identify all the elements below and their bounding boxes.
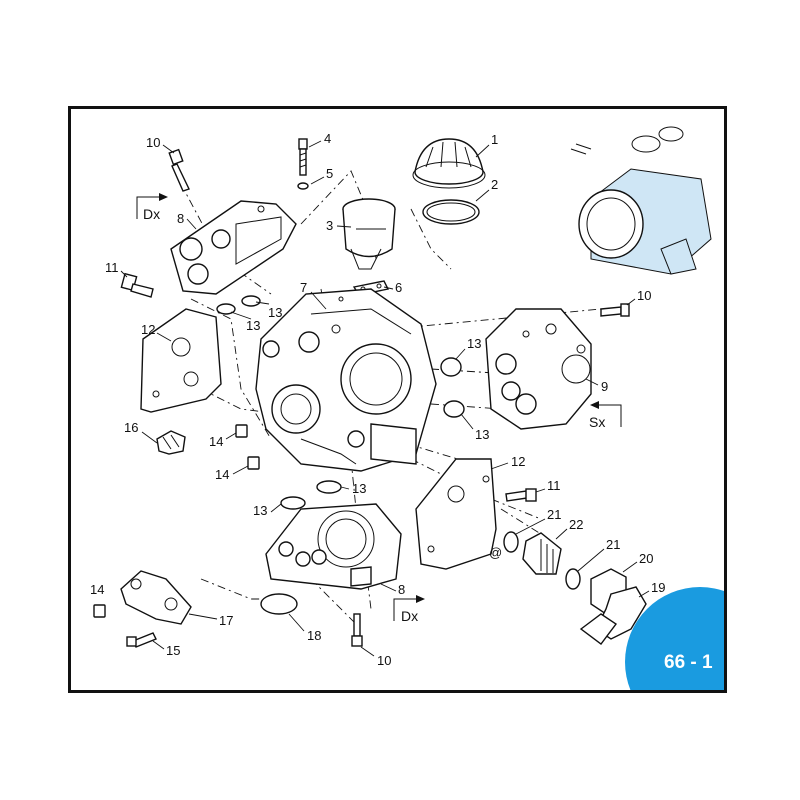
- part-17-manifold: [120, 570, 192, 625]
- direction-label: Sx: [589, 414, 605, 430]
- callout: 2: [491, 177, 498, 192]
- callout: 21: [547, 507, 561, 522]
- part-8-cover-bottom: [265, 503, 402, 590]
- part-13-orings: [216, 295, 465, 510]
- at-symbol: @: [489, 545, 502, 560]
- assembly-thumbnail: [570, 126, 712, 275]
- callout: 6: [395, 280, 402, 295]
- page-badge-label: 66 - 1: [664, 652, 713, 673]
- callout: 8: [398, 582, 405, 597]
- callout: 16: [124, 420, 138, 435]
- callout: 9: [601, 379, 608, 394]
- callout: 14: [215, 467, 229, 482]
- callout: 11: [105, 260, 119, 275]
- direction-marker-dx-top: Dx: [136, 193, 168, 222]
- callout: 4: [324, 131, 331, 146]
- callout: 3: [326, 218, 333, 233]
- part-12-bracket-right: [415, 458, 497, 570]
- callout: 19: [651, 580, 665, 595]
- direction-label: Dx: [401, 608, 418, 624]
- callout: 1: [491, 132, 498, 147]
- callout: 13: [268, 305, 282, 320]
- callout: 14: [90, 582, 104, 597]
- part-2-oring: [422, 199, 480, 225]
- callout: 18: [307, 628, 321, 643]
- callout: 5: [326, 166, 333, 181]
- part-19-elbow: [579, 586, 647, 645]
- part-5-washer: [297, 182, 309, 190]
- direction-marker-sx: Sx: [589, 401, 622, 430]
- part-15-screw: [126, 632, 157, 648]
- callout: 13: [352, 481, 366, 496]
- callout: 10: [146, 135, 160, 150]
- callout: 7: [300, 280, 307, 295]
- part-9-cover-right: [485, 308, 592, 430]
- exploded-view-drawing: Dx Dx Sx @ 1 2 3 4 5 6 7 8 8 9 10: [90, 126, 724, 690]
- part-21-oring: [503, 531, 581, 590]
- callout: 12: [511, 454, 525, 469]
- callouts: 1 2 3 4 5 6 7 8 8 9 10 10 10 11 11 12 12…: [90, 131, 665, 668]
- callout: 8: [177, 211, 184, 226]
- callout: 21: [606, 537, 620, 552]
- part-7-pump-body: [255, 288, 437, 472]
- part-16-elbow: [156, 430, 186, 455]
- callout: 13: [246, 318, 260, 333]
- part-1-cap: [412, 138, 486, 189]
- page-badge-circle: [625, 587, 724, 690]
- direction-label: Dx: [143, 206, 160, 222]
- part-10-screw-top: [168, 148, 190, 192]
- callout: 15: [166, 643, 180, 658]
- page-badge: 66 - 1: [625, 587, 724, 690]
- diagram-frame: Dx Dx Sx @ 1 2 3 4 5 6 7 8 8 9 10: [68, 106, 727, 693]
- callout: 10: [377, 653, 391, 668]
- part-3-filter: [342, 198, 396, 270]
- part-18-oring: [260, 593, 298, 615]
- callout: 11: [547, 478, 561, 493]
- callout: 10: [637, 288, 651, 303]
- part-10-screw-right: [600, 303, 630, 317]
- callout: 22: [569, 517, 583, 532]
- part-12-bracket-left: [140, 308, 222, 413]
- part-10-screw-bottom: [351, 613, 363, 647]
- part-11-bolt-right: [505, 488, 537, 502]
- callout: 20: [639, 551, 653, 566]
- callout: 13: [253, 503, 267, 518]
- part-8-cover-top: [170, 200, 297, 295]
- callout: 12: [141, 322, 155, 337]
- callout: 13: [475, 427, 489, 442]
- callout: 13: [467, 336, 481, 351]
- part-22-nipple: [522, 532, 562, 575]
- callout: 14: [209, 434, 223, 449]
- part-4-screw: [298, 138, 308, 176]
- part-14-plugs: [93, 424, 260, 618]
- callout: 17: [219, 613, 233, 628]
- direction-marker-dx-bottom: Dx: [393, 595, 425, 624]
- part-11-bolt-left: [120, 272, 154, 298]
